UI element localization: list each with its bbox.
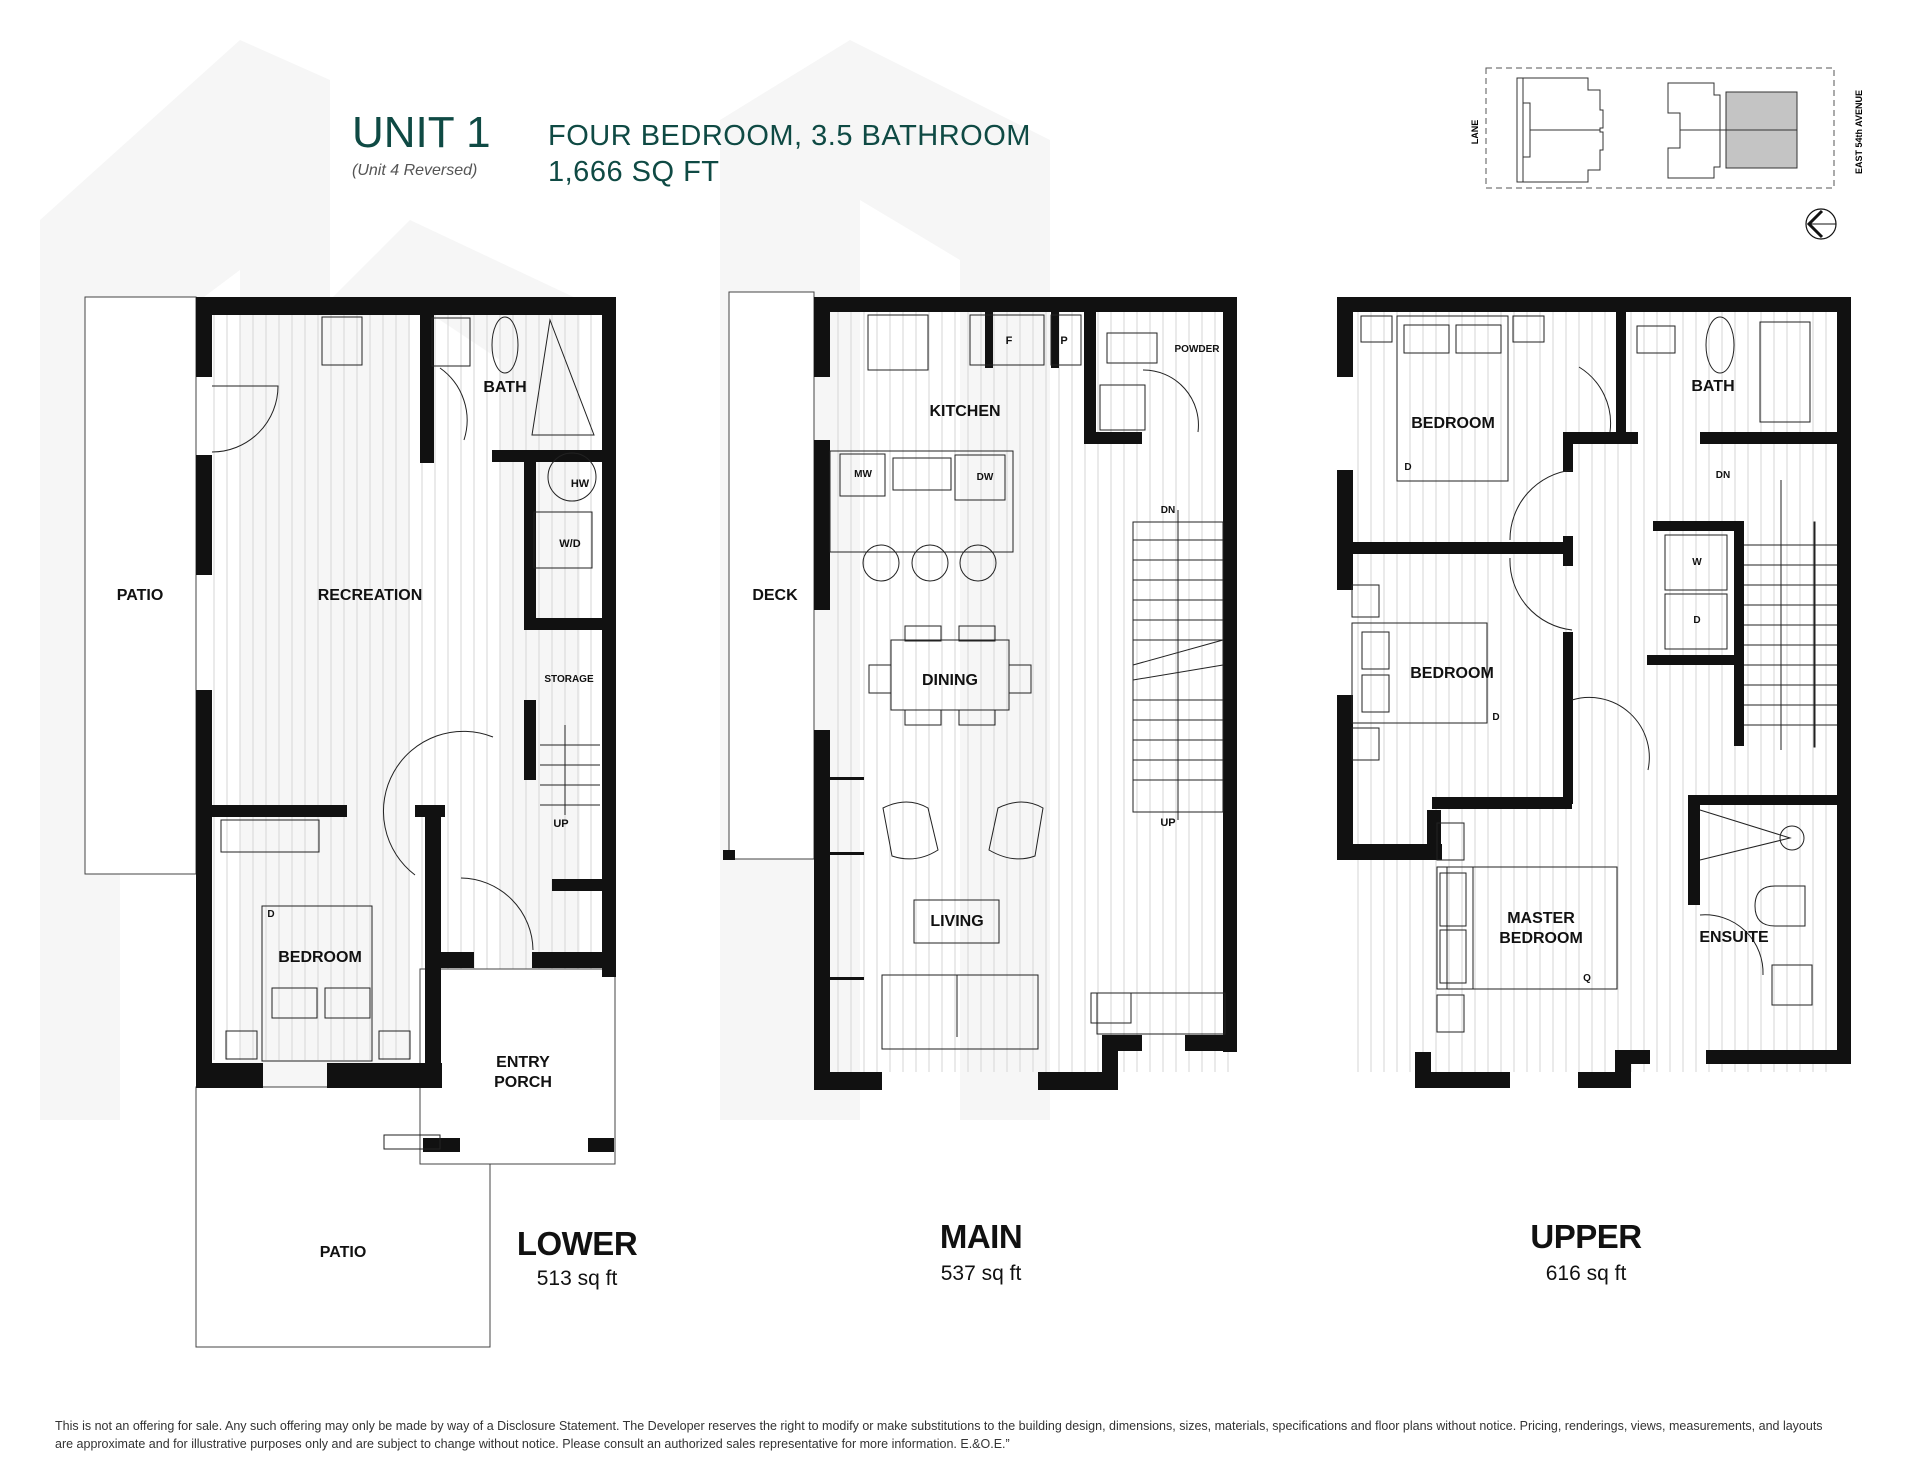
room-label-storage: STORAGE <box>544 674 594 685</box>
room-label-upper-bedroom-2: BEDROOM <box>1410 665 1494 682</box>
bed-size-label-upper-1: D <box>1404 462 1412 473</box>
legal-disclaimer: This is not an offering for sale. Any su… <box>55 1419 1823 1451</box>
key-plan: LANE EAST 54th AVENUE <box>1470 67 1864 240</box>
key-plan-lane-label: LANE <box>1470 120 1480 145</box>
room-label-ensuite: ENSUITE <box>1699 929 1769 946</box>
level-area-lower: 513 sq ft <box>536 1267 618 1290</box>
room-label-living: LIVING <box>930 913 984 930</box>
bed-size-label-master: Q <box>1583 973 1591 984</box>
room-label-deck: DECK <box>752 587 798 604</box>
bed-size-label-upper-2: D <box>1492 712 1500 723</box>
level-title-upper: UPPER <box>1530 1218 1642 1255</box>
stair-down-label-upper: DN <box>1715 470 1731 481</box>
room-label-upper-bath: BATH <box>1691 378 1735 395</box>
room-label-upper-bedroom-1: BEDROOM <box>1411 415 1495 432</box>
dryer-label: D <box>1693 615 1701 626</box>
stair-up-label-lower: UP <box>553 818 569 830</box>
entry-porch-area <box>419 968 616 1165</box>
unit-bed-bath: FOUR BEDROOM, 3.5 BATHROOM <box>548 120 1031 152</box>
unit-total-area: 1,666 SQ FT <box>548 156 720 188</box>
key-plan-street-label: EAST 54th AVENUE <box>1854 90 1864 174</box>
microwave-label: MW <box>854 469 872 480</box>
room-label-dining: DINING <box>922 672 978 689</box>
room-label-recreation: RECREATION <box>317 587 423 604</box>
stair-up-label-main: UP <box>1160 817 1176 829</box>
dishwasher-label: DW <box>976 472 994 483</box>
room-label-porch: PORCH <box>494 1074 552 1091</box>
level-title-lower: LOWER <box>516 1225 638 1262</box>
level-title-main: MAIN <box>939 1218 1023 1255</box>
fridge-label: F <box>1005 335 1013 347</box>
lower-floor-plan <box>84 296 616 1348</box>
room-label-lower-patio-side: PATIO <box>116 587 164 604</box>
level-area-main: 537 sq ft <box>940 1262 1022 1285</box>
room-label-master: MASTER <box>1507 910 1575 927</box>
deck-area <box>728 291 815 860</box>
room-label-entry: ENTRY <box>496 1054 550 1071</box>
room-label-lower-patio-front: PATIO <box>319 1244 367 1261</box>
room-label-kitchen: KITCHEN <box>929 403 1001 420</box>
unit-description: FOUR BEDROOM, 3.5 BATHROOM 1,666 SQ FT <box>548 118 1031 190</box>
unit-title: UNIT 1 <box>352 108 491 157</box>
room-label-lower-bath: BATH <box>483 379 527 396</box>
room-label-lower-bedroom: BEDROOM <box>278 949 362 966</box>
room-label-washer-dryer: W/D <box>559 538 581 550</box>
room-label-hot-water: HW <box>570 478 590 490</box>
washer-label: W <box>1692 557 1702 568</box>
unit-note: (Unit 4 Reversed) <box>352 162 478 179</box>
north-arrow-icon <box>1805 208 1837 240</box>
stair-down-label-main: DN <box>1160 505 1176 516</box>
room-label-master-bedroom: BEDROOM <box>1499 930 1583 947</box>
upper-floor-plan <box>1337 297 1851 1088</box>
pantry-label: P <box>1060 335 1068 347</box>
level-area-upper: 616 sq ft <box>1545 1262 1627 1285</box>
bed-size-label-lower: D <box>267 909 275 920</box>
lower-patio-side <box>84 296 197 875</box>
room-label-powder: POWDER <box>1174 344 1220 355</box>
main-floor-plan <box>723 291 1237 1090</box>
